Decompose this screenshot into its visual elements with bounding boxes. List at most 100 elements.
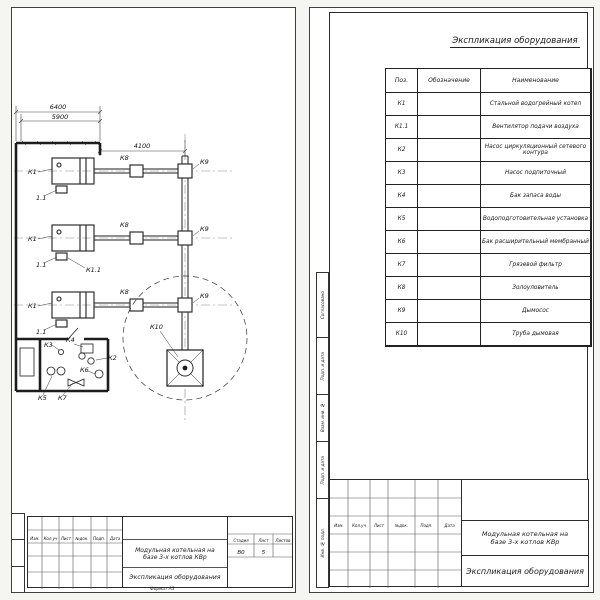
wall-hatch [21, 140, 100, 146]
format-note: Формат А3 [150, 587, 175, 592]
label-k9: К9 [200, 158, 209, 166]
cell-name: Труба дымовая [481, 323, 591, 346]
margin-label: Взам. инв. № [320, 403, 325, 433]
cell-designation [418, 277, 481, 300]
label-k1-sub: 1.1 [36, 261, 46, 269]
label-k8: К8 [120, 288, 129, 296]
doc-code-cell [462, 480, 588, 521]
margin-cell: Согласовано [317, 273, 328, 338]
cell-designation [418, 116, 481, 139]
col-list: Лист [373, 523, 385, 528]
label-k1-sub: 1.1 [36, 328, 46, 336]
leader-lines [37, 163, 200, 396]
stage-table: Стадия Лист Листов В0 5 [227, 533, 292, 558]
margin-cell: Инв. № подл. [317, 499, 328, 587]
cell-designation [418, 300, 481, 323]
label-k6: К6 [80, 366, 89, 374]
dim-label-inner: 5900 [52, 113, 69, 121]
change-table: Изм. Кол.уч Лист №док. Подп. Дата [28, 517, 123, 589]
title-block-right: Модульная котельная на базе 3-х котлов К… [461, 480, 588, 586]
cell-pos: К1 [386, 93, 418, 116]
cell-designation [418, 231, 481, 254]
dim-label-outer: 6400 [50, 103, 67, 111]
approval-margin-strip: Согласовано Подп. и дата Взам. инв. № По… [316, 272, 329, 588]
label-k1: К1 [28, 302, 37, 310]
sheet-specification: Согласовано Подп. и дата Взам. инв. № По… [309, 7, 594, 593]
project-line2: базе 3-х котлов КВр [490, 538, 560, 546]
sheet-value: 5 [261, 550, 265, 556]
sheets-label: Листов [274, 538, 291, 543]
label-k2: К2 [108, 354, 117, 362]
margin-cell [12, 567, 24, 592]
cell-pos: К7 [386, 254, 418, 277]
cell-name: Бак расширительный мембранный [481, 231, 591, 254]
project-name: Модульная котельная на базе 3-х котлов К… [123, 540, 227, 568]
cell-designation [418, 185, 481, 208]
cell-pos: К5 [386, 208, 418, 231]
cell-name: Грязевой фильтр [481, 254, 591, 277]
cell-pos: К8 [386, 277, 418, 300]
label-k5: К5 [38, 394, 47, 402]
doc-title: Экспликация оборудования [466, 566, 584, 576]
doc-code-cell [123, 517, 227, 540]
building-walls [14, 141, 110, 393]
label-k4: К4 [66, 336, 75, 344]
margin-cell: Подп. и дата [317, 338, 328, 395]
header-designation: Обозначение [418, 69, 481, 93]
label-k8: К8 [120, 221, 129, 229]
change-table: Изм. Кол.уч Лист №док. Подп. Дата [330, 480, 461, 588]
margin-label: Согласовано [320, 290, 325, 320]
cell-pos: К2 [386, 139, 418, 162]
doc-title: Экспликация оборудования [129, 574, 221, 581]
specification-title: Экспликация оборудования [440, 36, 590, 48]
header-pos: Поз. [386, 69, 418, 93]
door-leaf [67, 327, 79, 340]
project-line2: базе 3-х котлов КВр [143, 553, 207, 561]
label-k1-sub: 1.1 [36, 194, 46, 202]
col-podp: Подп. [420, 523, 432, 528]
boiler-house-plan: 6400 5900 4100 [13, 103, 248, 420]
title-block-specification: Изм. Кол.уч Лист №док. Подп. Дата Модуль… [329, 479, 589, 588]
boilers [51, 157, 95, 328]
chimney [122, 275, 248, 401]
cell-pos: К4 [386, 185, 418, 208]
flue-system [94, 155, 193, 352]
margin-label: Инв. № подл. [320, 528, 325, 558]
label-k1-fan: К1.1 [86, 266, 101, 274]
specification-table: Поз. Обозначение Наименование К1 Стально… [385, 68, 592, 347]
label-k10: К10 [150, 323, 163, 331]
label-k9: К9 [200, 292, 209, 300]
label-k3: К3 [44, 341, 53, 349]
label-k7: К7 [58, 394, 68, 402]
cell-designation [418, 254, 481, 277]
cell-pos: К9 [386, 300, 418, 323]
cell-designation [418, 139, 481, 162]
cell-designation [418, 162, 481, 185]
margin-label: Подп. и дата [320, 455, 325, 485]
col-izm: Изм. [30, 536, 39, 541]
project-name: Модульная котельная на базе 3-х котлов К… [462, 521, 588, 556]
title-block-center: Модульная котельная на базе 3-х котлов К… [122, 517, 228, 587]
cell-name: Дымосос [481, 300, 591, 323]
title-block-plan: Изм. Кол.уч Лист №док. Подп. Дата Модуль… [27, 516, 293, 589]
stage-label: Стадия [233, 538, 249, 543]
margin-cell [12, 514, 24, 541]
col-izm: Изм. [334, 523, 343, 528]
margin-cell [12, 540, 24, 567]
col-list: Лист [60, 536, 72, 541]
cell-designation [418, 208, 481, 231]
cell-name: Водоподготовительная установка [481, 208, 591, 231]
cell-name: Насос циркуляционный сетевого контура [481, 139, 591, 162]
cell-name: Бак запаса воды [481, 185, 591, 208]
col-podp: Подп. [93, 536, 105, 541]
col-dok: №док. [394, 523, 408, 528]
cell-designation [418, 323, 481, 346]
equipment-symbols [19, 343, 104, 387]
left-margin-strip [12, 513, 25, 592]
cell-designation [418, 93, 481, 116]
specification-title-text: Экспликация оборудования [450, 36, 580, 48]
label-k9: К9 [200, 225, 209, 233]
cell-name: Вентилятор подачи воздуха [481, 116, 591, 139]
cell-pos: К3 [386, 162, 418, 185]
